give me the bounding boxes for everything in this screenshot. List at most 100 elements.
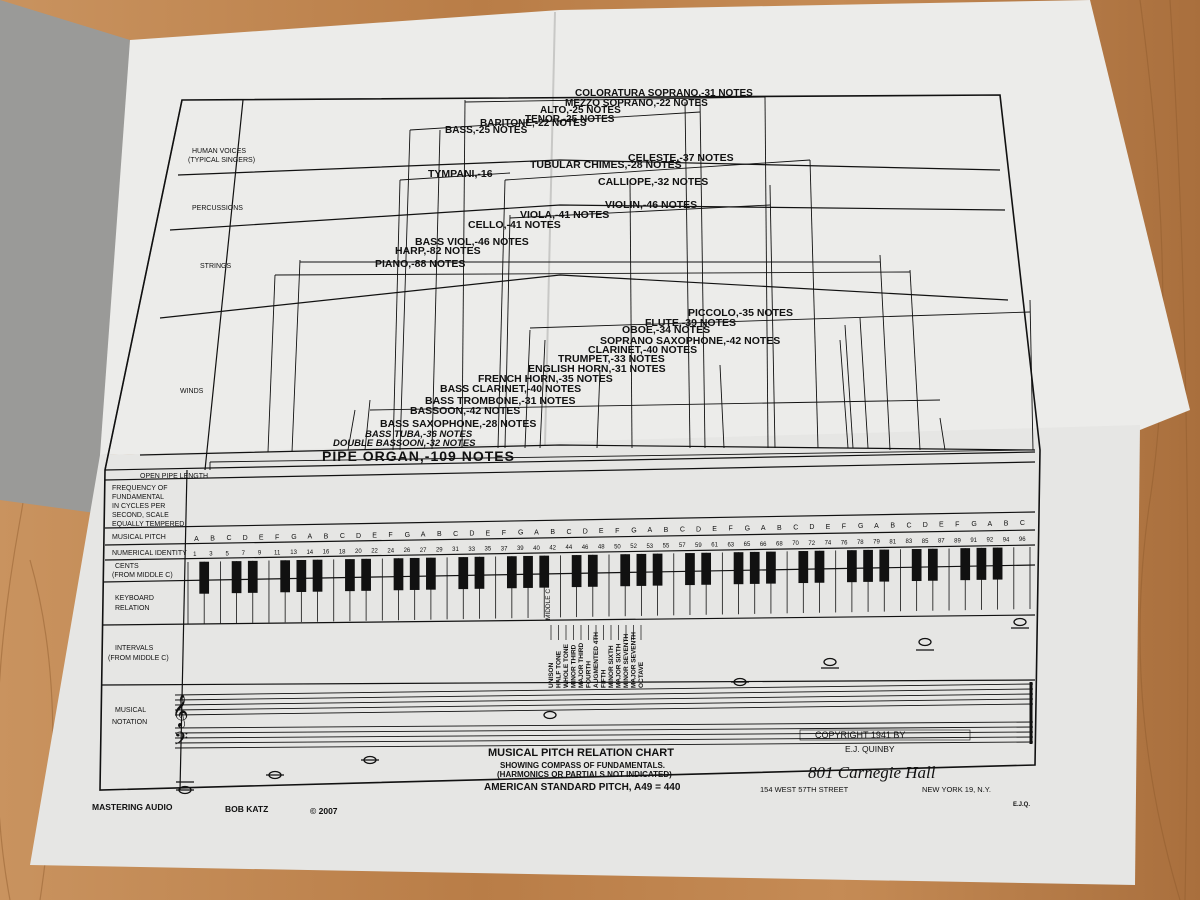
numerical-identity: 18 [339, 549, 346, 555]
black-key [814, 550, 825, 583]
footer-book: MASTERING AUDIO [92, 802, 173, 812]
chart-title: MUSICAL PITCH RELATION CHART [488, 747, 674, 759]
numerical-identity: 61 [711, 543, 718, 549]
chart-standard: AMERICAN STANDARD PITCH, A49 = 440 [484, 782, 681, 793]
numerical-identity: 78 [857, 540, 864, 546]
pitch-letter: C [453, 531, 458, 538]
pitch-letter: F [615, 528, 619, 535]
numerical-identity: 7 [242, 551, 246, 557]
pitch-letter: C [226, 535, 231, 542]
treble-staff [174, 683, 1034, 716]
treble-clef-icon: 𝄞 [172, 695, 189, 728]
numerical-identity: 57 [679, 543, 686, 549]
black-key [474, 556, 485, 589]
pitch-letter: B [777, 525, 782, 532]
interval-label: MINOR THIRD [571, 644, 578, 688]
pitch-letter: A [988, 521, 993, 528]
label-musical-pitch: MUSICAL PITCH [112, 534, 166, 541]
interval-label: AUGMENTED 4TH [593, 632, 600, 688]
black-key [409, 557, 420, 590]
wind-basssax: BASS SAXOPHONE,-28 NOTES [380, 418, 536, 430]
pitch-letter: E [259, 535, 264, 542]
pitch-letter: A [647, 527, 652, 534]
voice-mezzo: MEZZO SOPRANO,-22 NOTES [565, 98, 708, 109]
footer: MASTERING AUDIO BOB KATZ © 2007 E.J.Q. [92, 802, 1030, 816]
footer-author: BOB KATZ [225, 804, 268, 814]
numerical-identity: 87 [938, 539, 945, 545]
wind-bassclarinet: BASS CLARINET,-40 NOTES [440, 383, 581, 395]
label-freq-4: EQUALLY TEMPERED [112, 521, 184, 528]
black-key [749, 551, 760, 584]
title-block: MUSICAL PITCH RELATION CHART SHOWING COM… [484, 747, 681, 793]
pitch-letter: F [502, 530, 506, 537]
pitch-letter: D [923, 522, 928, 529]
numerical-identity: 65 [744, 542, 751, 548]
black-key [539, 555, 550, 588]
numerical-identity: 66 [760, 542, 767, 548]
label-notation-0: MUSICAL [115, 707, 146, 714]
pitch-letter: A [307, 534, 312, 541]
black-key [976, 547, 987, 580]
numerical-identity: 91 [970, 538, 977, 544]
numerical-identity: 79 [873, 540, 880, 546]
pitch-letter: A [761, 525, 766, 532]
pitch-letter: D [583, 528, 588, 535]
black-key [733, 552, 744, 585]
copyright-city: NEW YORK 19, N.Y. [922, 785, 991, 794]
string-harp: HARP,-82 NOTES [395, 245, 481, 257]
center-fold [544, 11, 556, 446]
copyright-author: E.J. QUINBY [845, 744, 895, 754]
black-key [927, 548, 938, 581]
perc-tympani: TYMPANI,-16 [428, 168, 493, 180]
voice-alto: ALTO,-25 NOTES [540, 105, 621, 116]
interval-label: UNISON [548, 662, 555, 688]
string-bassviol: BASS VIOL,-46 NOTES [415, 236, 529, 248]
label-keyboard-0: KEYBOARD [115, 595, 154, 602]
numerical-identity: 22 [371, 549, 378, 555]
black-key [571, 555, 582, 588]
copyright-street: 154 WEST 57TH STREET [760, 785, 849, 794]
pitch-letter: C [793, 524, 798, 531]
numerical-identity: 92 [987, 538, 994, 544]
numerical-identity: 31 [452, 547, 459, 553]
numerical-identity: 55 [663, 543, 670, 549]
voice-baritone: BARITONE,-22 NOTES [480, 118, 587, 129]
black-key [199, 561, 210, 594]
numerical-identity: 40 [533, 546, 540, 552]
pitch-letter: A [194, 536, 199, 543]
pitch-letter: B [1004, 520, 1009, 527]
pitch-letter: G [291, 534, 296, 541]
label-freq-0: FREQUENCY OF [112, 485, 168, 492]
black-key [766, 551, 776, 584]
pitch-letter: D [356, 533, 361, 540]
wind-doublebassoon: DOUBLE BASSOON,-32 NOTES [333, 438, 476, 449]
label-cents-0: CENTS [115, 563, 139, 570]
wind-clarinet: CLARINET,-40 NOTES [588, 344, 697, 356]
wind-oboe: OBOE,-34 NOTES [622, 324, 710, 336]
black-key [231, 561, 242, 594]
notation-notes [176, 617, 1029, 795]
pitch-letter: B [210, 536, 215, 543]
pitch-letter: G [518, 530, 523, 537]
pitch-letter: E [486, 530, 491, 537]
interval-label: HALF TONE [556, 650, 563, 688]
bass-staff [174, 721, 1034, 749]
interval-label: OCTAVE [638, 661, 645, 688]
pitch-letter: D [696, 526, 701, 533]
chart-note: (HARMONICS OR PARTIALS NOT INDICATED) [497, 770, 672, 779]
numerical-identity: 9 [258, 551, 262, 557]
chart-subtitle: SHOWING COMPASS OF FUNDAMENTALS. [500, 761, 665, 770]
numerical-identity: 3 [209, 552, 213, 558]
label-freq-2: IN CYCLES PER [112, 503, 165, 510]
numerical-identity: 44 [566, 545, 573, 551]
pitch-letter: E [712, 526, 717, 533]
wind-frenchhorn: FRENCH HORN,-35 NOTES [478, 373, 613, 385]
black-key [911, 549, 922, 582]
label-cents-1: (FROM MIDDLE C) [112, 572, 173, 579]
label-intervals-0: INTERVALS [115, 645, 154, 652]
wind-piccolo: PICCOLO,-35 NOTES [688, 307, 793, 319]
pitch-letter: G [971, 521, 976, 528]
numerical-identity: 13 [290, 550, 297, 556]
